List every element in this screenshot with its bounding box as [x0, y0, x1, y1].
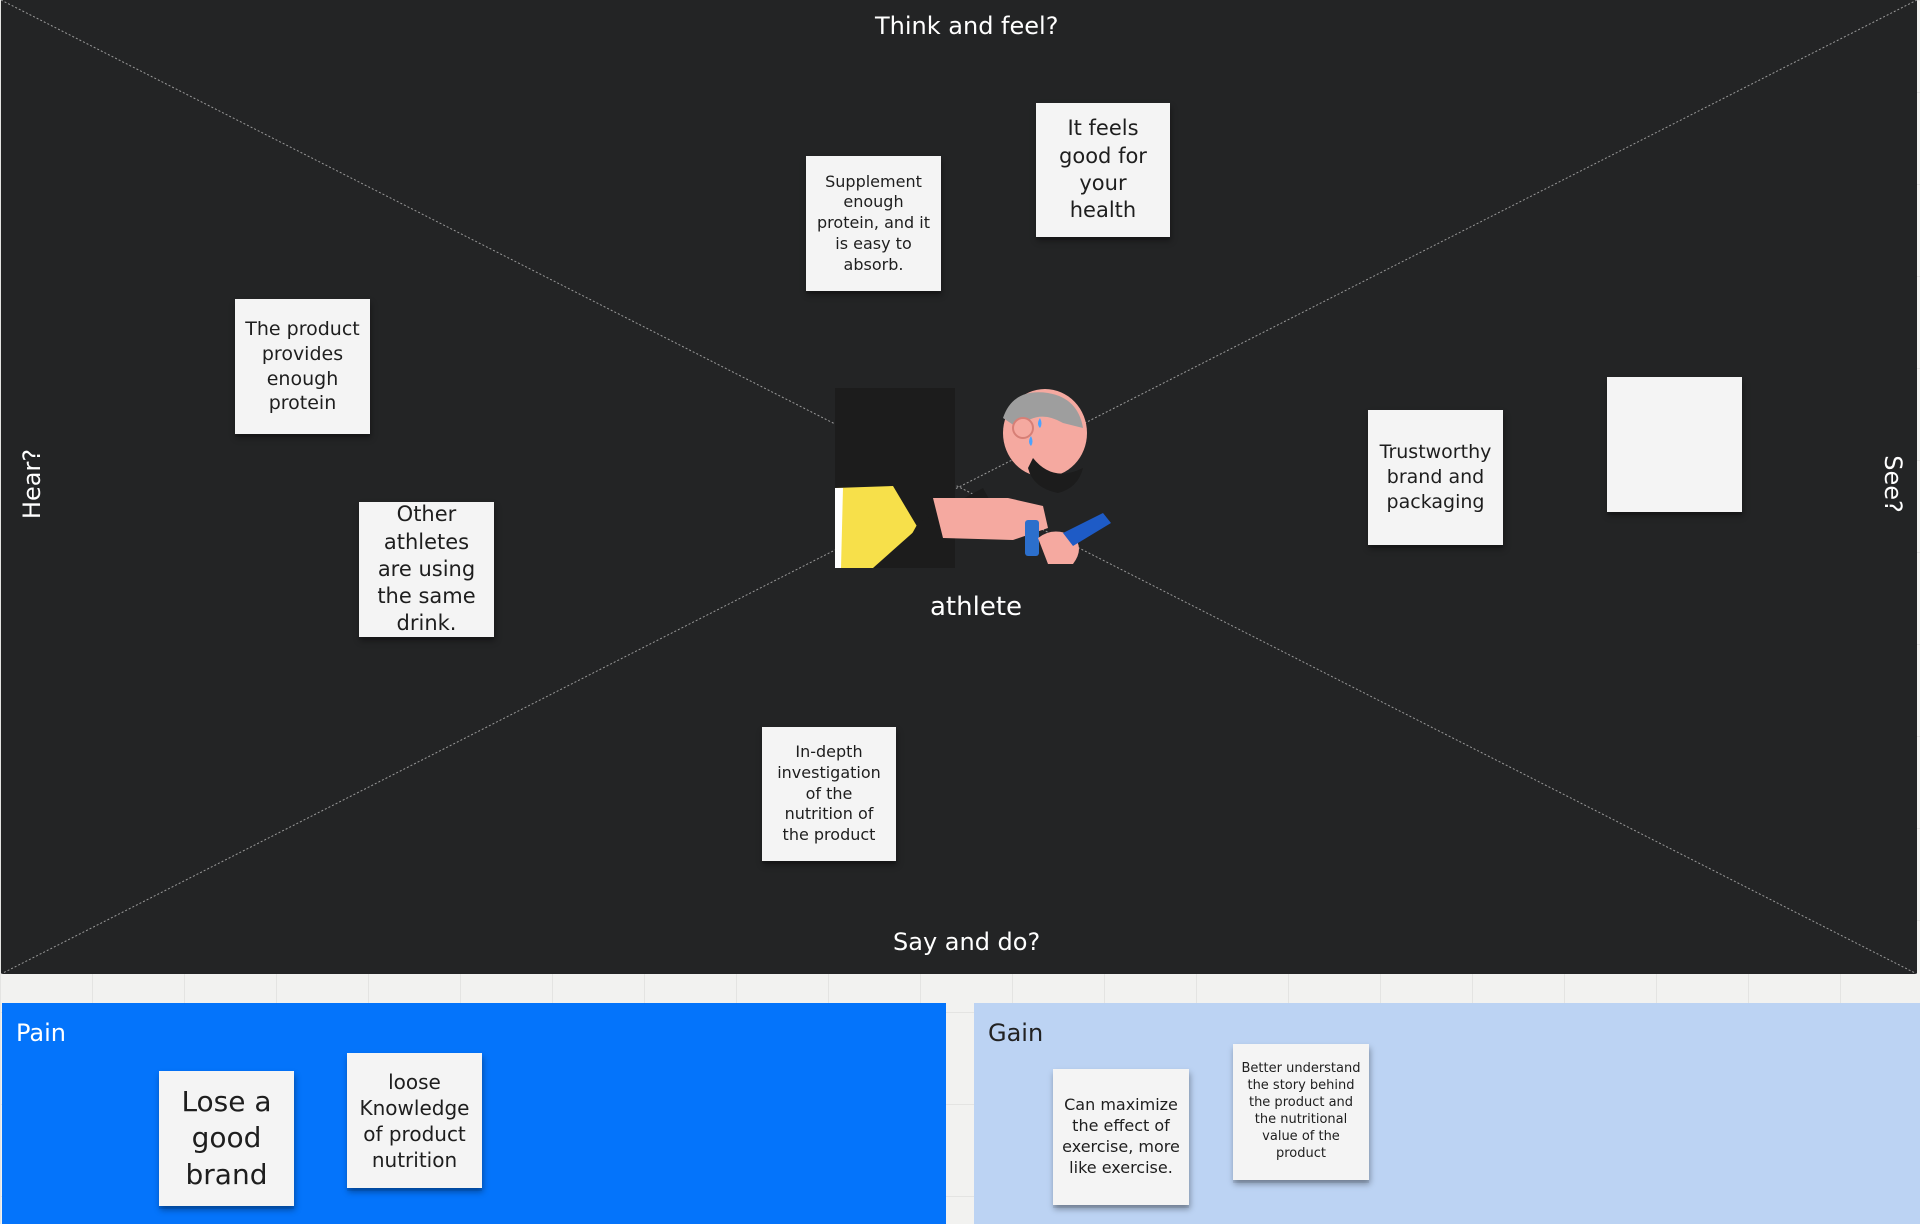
pain-sticky-2[interactable]: loose Knowledge of product nutrition: [347, 1053, 482, 1188]
sticky-note-text: Supplement enough protein, and it is eas…: [817, 171, 930, 274]
sticky-note-think-2[interactable]: It feels good for your health: [1036, 103, 1170, 237]
athlete-illustration[interactable]: [833, 388, 1115, 568]
empathy-map-board[interactable]: Think and feel? Say and do? Hear? See?: [1, 0, 1917, 974]
quadrant-label-see: See?: [1878, 455, 1907, 513]
sticky-note-see-2-empty[interactable]: [1607, 377, 1742, 512]
gain-sticky-2[interactable]: Better understand the story behind the p…: [1233, 1044, 1369, 1180]
sticky-note-text: loose Knowledge of product nutrition: [359, 1069, 470, 1172]
sticky-note-see-1[interactable]: Trustworthy brand and packaging: [1368, 410, 1503, 545]
persona-shorts-shape: [835, 486, 918, 568]
sticky-note-text: Better understand the story behind the p…: [1241, 1061, 1361, 1161]
quadrant-label-say: Say and do?: [893, 928, 1041, 956]
gain-sticky-1[interactable]: Can maximize the effect of exercise, mor…: [1053, 1069, 1189, 1205]
sticky-note-text: It feels good for your health: [1059, 116, 1147, 223]
sticky-note-text: The product provides enough protein: [245, 318, 360, 415]
quadrant-label-hear: Hear?: [18, 448, 47, 520]
persona-label: athlete: [930, 592, 1023, 622]
sticky-note-text: Trustworthy brand and packaging: [1379, 441, 1492, 513]
quadrant-label-think: Think and feel?: [875, 12, 1059, 40]
sticky-note-say-1[interactable]: In-depth investigation of the nutrition …: [762, 727, 896, 861]
persona-arm-shape: [933, 498, 1048, 540]
sticky-note-text: In-depth investigation of the nutrition …: [777, 742, 881, 845]
persona-beard-shape: [1028, 458, 1083, 493]
sweat-drop-icon: [1029, 436, 1033, 446]
gain-title: Gain: [988, 1019, 1044, 1047]
watch-icon: [1025, 520, 1039, 556]
sticky-note-hear-1[interactable]: The product provides enough protein: [235, 299, 370, 434]
sticky-note-hear-2[interactable]: Other athletes are using the same drink.: [359, 502, 494, 637]
pain-sticky-1[interactable]: Lose a good brand: [159, 1071, 294, 1206]
persona-ear-shape: [1012, 417, 1034, 439]
persona-shorts-stripe: [835, 488, 843, 568]
sticky-note-text: Can maximize the effect of exercise, mor…: [1062, 1095, 1180, 1177]
bottle-icon: [1063, 513, 1111, 546]
sticky-note-text: Lose a good brand: [181, 1084, 272, 1191]
sticky-note-text: Other athletes are using the same drink.: [377, 502, 476, 636]
sweat-drop-icon: [1038, 418, 1042, 428]
pain-title: Pain: [16, 1019, 66, 1047]
sticky-note-think-1[interactable]: Supplement enough protein, and it is eas…: [806, 156, 941, 291]
